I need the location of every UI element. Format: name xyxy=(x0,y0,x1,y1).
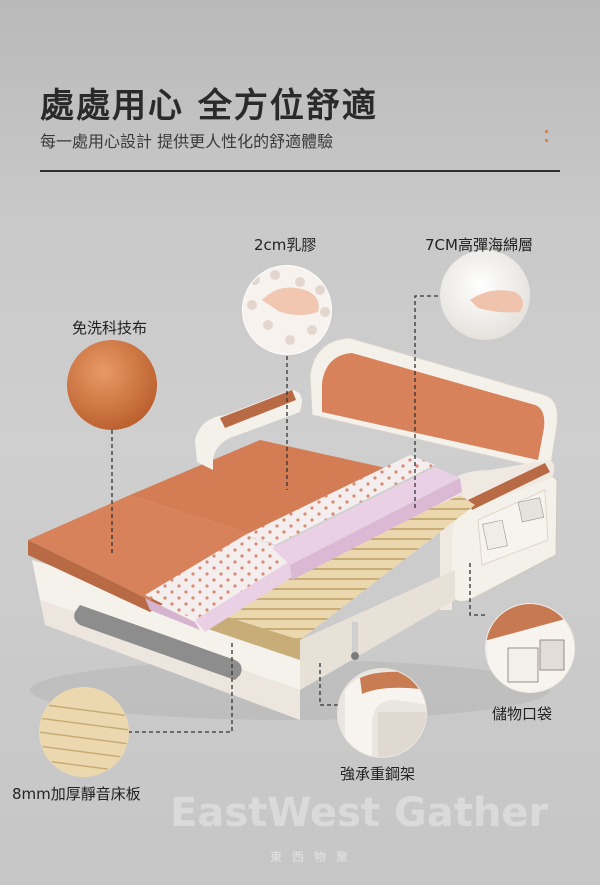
frame-detail-circle xyxy=(337,668,427,758)
page-title: 處處用心 全方位舒適 xyxy=(40,86,378,126)
callout-lines xyxy=(111,295,485,733)
callout-slats-label: 8mm加厚靜音床板 xyxy=(12,785,141,803)
brand-watermark: EastWest Gather xyxy=(170,790,549,836)
sponge-detail-circle xyxy=(440,250,530,340)
brand-watermark-chinese: 東西物聚 xyxy=(270,850,359,864)
callout-fabric-label: 免洗科技布 xyxy=(72,319,148,337)
callout-frame-label: 強承重鋼架 xyxy=(340,765,416,783)
accent-dots xyxy=(545,130,549,148)
fabric-detail-circle xyxy=(67,340,157,430)
pocket-detail-circle xyxy=(485,603,575,693)
callout-latex-label: 2cm乳膠 xyxy=(254,236,317,254)
callout-sponge-label: 7CM高彈海綿層 xyxy=(425,236,533,254)
latex-detail-circle xyxy=(242,265,332,355)
title-divider xyxy=(40,170,560,172)
page-subtitle: 每一處用心設計 提供更人性化的舒適體驗 xyxy=(40,132,334,151)
callout-pocket-label: 儲物口袋 xyxy=(492,705,553,723)
